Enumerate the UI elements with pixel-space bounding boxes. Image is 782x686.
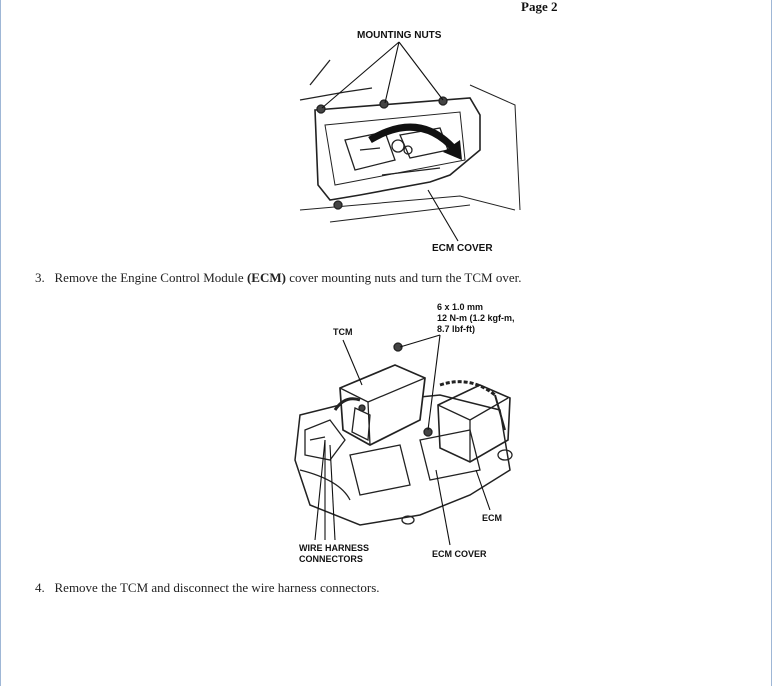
tcm-callout: TCM xyxy=(333,327,353,337)
step-3-text-before: Remove the Engine Control Module xyxy=(54,270,247,285)
bolt-spec-line3: 8.7 lbf-ft) xyxy=(437,324,475,334)
step-4-number: 4. xyxy=(35,580,45,595)
right-page-border xyxy=(771,0,772,686)
bolt-spec-line1: 6 x 1.0 mm xyxy=(437,302,483,312)
step-4-text: Remove the TCM and disconnect the wire h… xyxy=(54,580,380,595)
step-3-number: 3. xyxy=(35,270,45,285)
step-3-bold: (ECM) xyxy=(246,270,286,285)
wire-harness-callout-line1: WIRE HARNESS xyxy=(299,543,369,553)
mounting-nuts-callout: MOUNTING NUTS xyxy=(357,30,442,41)
bolt-spec-line2: 12 N-m (1.2 kgf-m, xyxy=(437,313,515,323)
page-number: Page 2 xyxy=(521,0,558,14)
figure-tcm-harness xyxy=(294,342,513,526)
step-4: 4. Remove the TCM and disconnect the wir… xyxy=(35,580,380,596)
step-3: 3. Remove the Engine Control Module (ECM… xyxy=(35,270,522,286)
ecm-callout: ECM xyxy=(482,513,502,523)
ecm-cover-callout-2: ECM COVER xyxy=(432,549,487,559)
left-page-border xyxy=(0,0,1,686)
wire-harness-callout-line2: CONNECTORS xyxy=(299,554,363,564)
ecm-cover-callout-1: ECM COVER xyxy=(432,243,493,254)
step-3-text-after: cover mounting nuts and turn the TCM ove… xyxy=(285,270,522,285)
